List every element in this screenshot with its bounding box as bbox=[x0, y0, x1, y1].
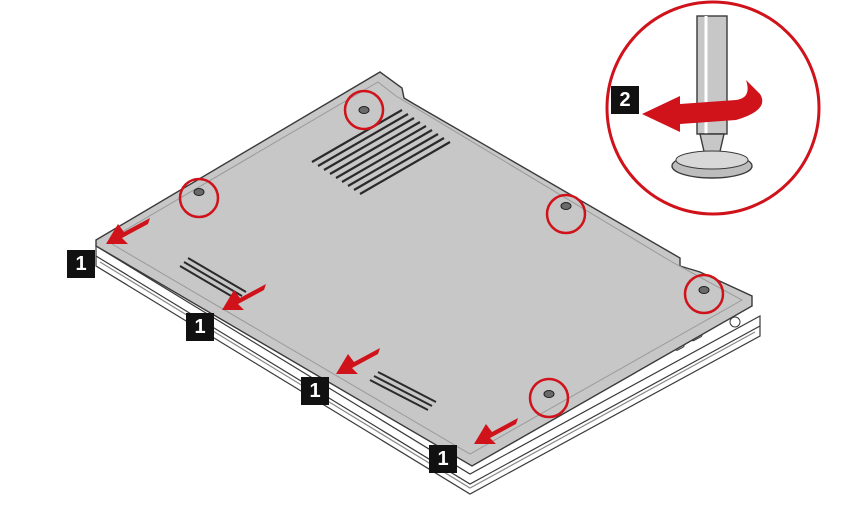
step-badge-release-latch: 1 bbox=[301, 377, 329, 405]
laptop-base-edges bbox=[95, 244, 761, 495]
slide-arrow-icon bbox=[474, 418, 518, 444]
slide-arrow-icon bbox=[222, 284, 266, 310]
screw-marker-5 bbox=[528, 377, 570, 419]
speaker-grille-right bbox=[369, 371, 437, 411]
step-badge-release-latch: 1 bbox=[186, 313, 214, 341]
zoom-inset bbox=[605, 0, 821, 216]
screwdriver-icon bbox=[696, 15, 728, 161]
screw-icon bbox=[358, 106, 370, 114]
step-badge-release-latch: 1 bbox=[429, 445, 457, 473]
screw-marker-1 bbox=[343, 89, 385, 131]
screw-marker-3 bbox=[545, 193, 587, 235]
rotate-counterclockwise-arrow-icon bbox=[642, 80, 763, 132]
slide-arrows bbox=[106, 218, 518, 444]
slide-arrow-icon bbox=[106, 218, 150, 244]
screw-marker-4 bbox=[683, 273, 725, 315]
screw-icon bbox=[193, 188, 205, 196]
slide-arrow-icon bbox=[336, 348, 380, 374]
ventilation-grille bbox=[311, 109, 451, 195]
speaker-grille-left bbox=[179, 257, 247, 301]
screw-icon bbox=[560, 202, 572, 210]
step-badge-release-latch: 1 bbox=[67, 250, 95, 278]
cover-inner-edge bbox=[111, 81, 744, 455]
screw-marker-2 bbox=[178, 177, 220, 219]
screw-icon bbox=[698, 286, 710, 294]
step-badge-loosen-screws: 2 bbox=[611, 86, 639, 114]
screw-icon bbox=[543, 390, 555, 398]
